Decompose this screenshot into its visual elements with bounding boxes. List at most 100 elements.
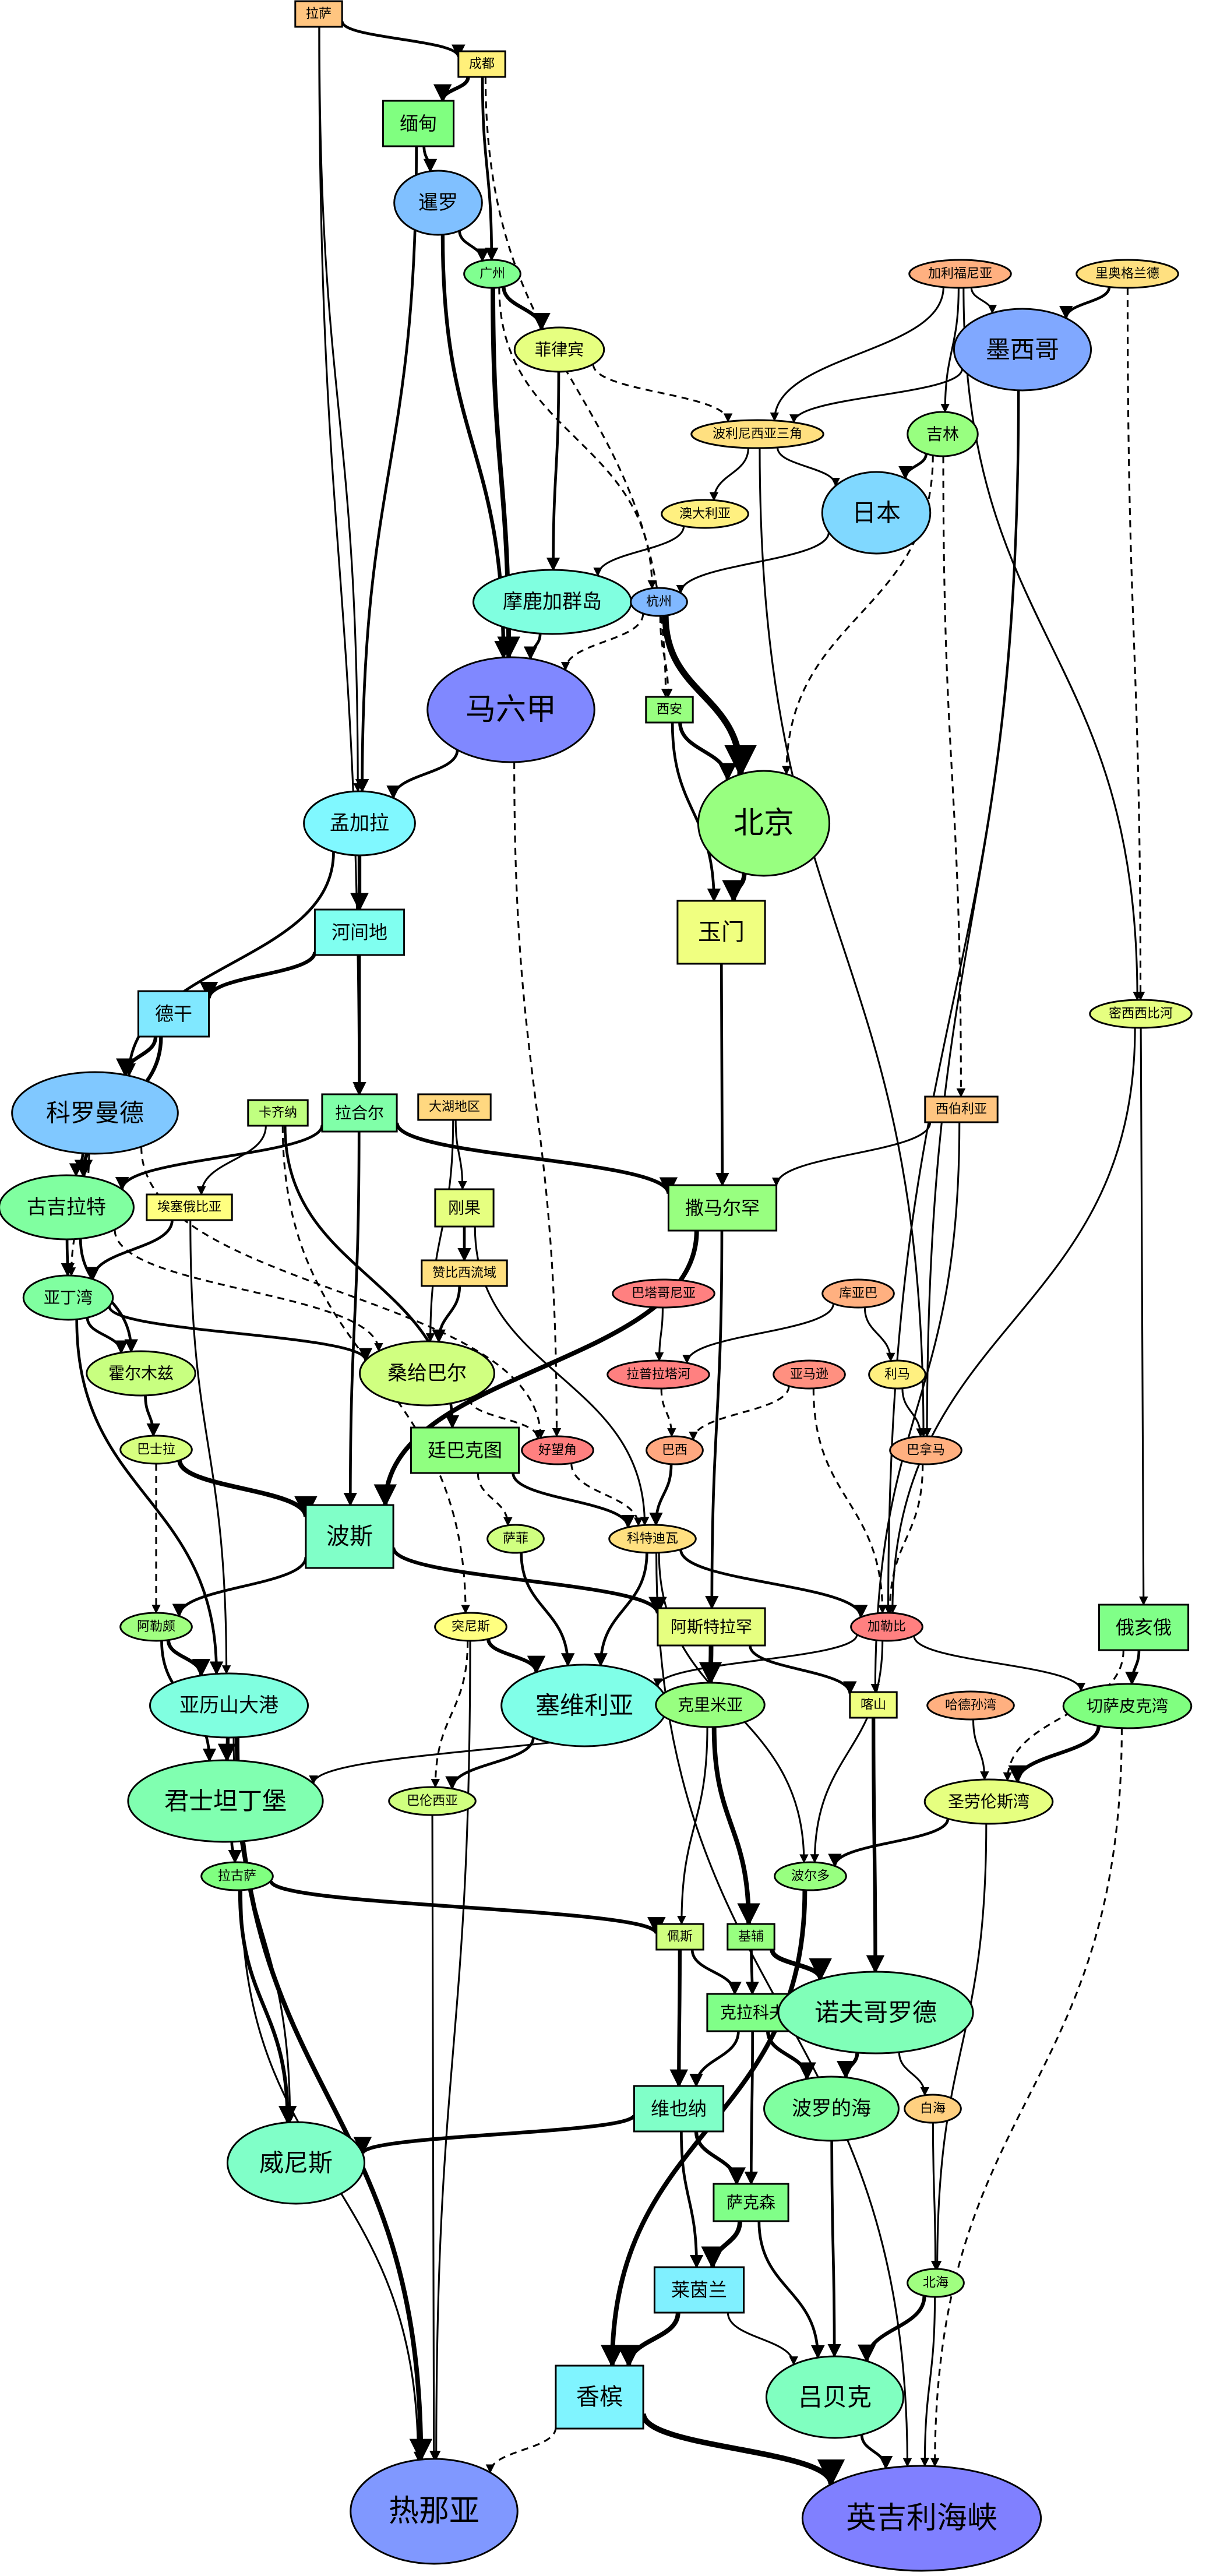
- node-label: 科罗曼德: [46, 1099, 144, 1127]
- graph-node: 巴士拉: [119, 1435, 193, 1465]
- node-ellipse: [690, 419, 824, 449]
- graph-node: 马六甲: [426, 656, 595, 763]
- graph-edge: [343, 1131, 361, 1507]
- graph-edge: [431, 1640, 469, 1788]
- node-label: 阿斯特拉罕: [671, 1618, 752, 1637]
- node-ellipse: [200, 1861, 274, 1891]
- graph-node: 库亚巴: [821, 1278, 895, 1309]
- edge-layer: [61, 20, 1148, 2487]
- node-ellipse: [434, 1612, 507, 1642]
- graph-node: 波斯: [305, 1504, 394, 1569]
- graph-edge: [883, 390, 1020, 1614]
- node-label: 拉合尔: [335, 1104, 384, 1123]
- graph-edge: [885, 1464, 924, 1614]
- graph-edge: [318, 26, 362, 792]
- graph-edge: [659, 615, 673, 698]
- node-box: [924, 1095, 999, 1123]
- graph-node: 撒马尔罕: [667, 1184, 778, 1232]
- node-ellipse: [907, 2268, 965, 2298]
- graph-edge: [594, 1552, 648, 1667]
- graph-edge: [512, 1472, 635, 1529]
- graph-edge: [570, 1463, 643, 1527]
- node-ellipse: [773, 1359, 846, 1390]
- node-ellipse: [0, 1174, 135, 1241]
- graph-edge: [166, 1640, 211, 1678]
- graph-node: 孟加拉: [303, 790, 416, 857]
- graph-edge: [454, 1119, 467, 1190]
- graph-node: 萨克森: [713, 2183, 789, 2222]
- graph-edge: [749, 1645, 857, 1695]
- graph-edge: [669, 1949, 689, 2088]
- graph-node: 亚丁湾: [22, 1274, 114, 1321]
- graph-node: 杭州: [630, 587, 688, 617]
- graph-node: 诺夫哥罗德: [777, 1971, 974, 2055]
- graph-edge: [617, 2312, 680, 2368]
- node-box: [421, 1259, 508, 1287]
- node-label: 暹罗: [418, 191, 458, 214]
- graph-edge: [340, 20, 466, 59]
- graph-node: 阿斯特拉罕: [657, 1607, 766, 1647]
- graph-node: 波利尼西亚三角: [690, 419, 824, 449]
- node-ellipse: [1062, 1683, 1193, 1729]
- graph-node: 霍尔木兹: [86, 1350, 196, 1397]
- graph-edge: [75, 1319, 224, 1676]
- graph-node: 北海: [907, 2268, 965, 2298]
- node-label: 克里米亚: [678, 1696, 743, 1715]
- graph-edge: [1059, 286, 1111, 320]
- node-label: 里奥格兰德: [1095, 267, 1159, 281]
- graph-node: 西伯利亚: [924, 1095, 999, 1123]
- graph-edge: [431, 1640, 471, 2460]
- graph-node: 摩鹿加群岛: [472, 569, 632, 635]
- graph-edge: [318, 26, 364, 1095]
- graph-node: 利马: [868, 1359, 926, 1390]
- node-label: 墨西哥: [986, 336, 1059, 364]
- graph-edge: [640, 2413, 845, 2487]
- graph-edge: [593, 526, 685, 577]
- graph-edge: [429, 1814, 439, 2460]
- node-label: 波尔多: [791, 1869, 830, 1884]
- node-label: 俄亥俄: [1116, 1616, 1172, 1638]
- graph-node: 卡齐纳: [247, 1099, 309, 1127]
- graph-edge: [108, 1306, 373, 1362]
- node-label: 巴塔哥尼亚: [632, 1287, 696, 1301]
- graph-edge: [970, 287, 997, 314]
- graph-edge: [690, 1949, 742, 1996]
- node-label: 德干: [155, 1003, 192, 1025]
- graph-edge: [922, 390, 1020, 1437]
- node-label: 萨克森: [727, 2193, 775, 2212]
- graph-edge: [932, 1823, 988, 2270]
- node-label: 莱茵兰: [671, 2279, 727, 2301]
- graph-edge: [705, 1230, 724, 1610]
- graph-edge: [766, 2031, 816, 2081]
- node-label: 埃塞俄比亚: [157, 1200, 221, 1215]
- graph-edge: [498, 287, 657, 590]
- node-ellipse: [908, 259, 1012, 289]
- graph-node: 桑给巴尔: [359, 1340, 495, 1407]
- graph-edge: [709, 447, 749, 502]
- graph-edge: [722, 873, 747, 903]
- graph-node: 玉门: [676, 900, 766, 965]
- node-ellipse: [149, 1672, 309, 1739]
- graph-edge: [69, 1153, 84, 1177]
- graph-edge: [477, 1472, 513, 1527]
- node-box: [849, 1691, 898, 1719]
- node-ellipse: [359, 1340, 495, 1407]
- graph-edge: [196, 1125, 267, 1196]
- graph-edge: [654, 1307, 664, 1362]
- node-box: [417, 1093, 492, 1121]
- graph-edge: [189, 1220, 231, 1675]
- node-ellipse: [953, 308, 1092, 392]
- graph-node: 拉萨: [294, 0, 343, 28]
- graph-node: 亚马逊: [773, 1359, 846, 1390]
- node-label: 孟加拉: [330, 812, 389, 835]
- graph-edge: [757, 2221, 825, 2359]
- node-ellipse: [661, 499, 749, 529]
- graph-edge: [810, 1640, 884, 1863]
- graph-node: 突尼斯: [434, 1612, 507, 1642]
- node-label: 巴士拉: [137, 1443, 175, 1457]
- node-box: [645, 696, 694, 724]
- graph-edge: [425, 1119, 454, 1342]
- node-ellipse: [774, 1861, 847, 1891]
- graph-node: 缅甸: [382, 100, 455, 147]
- node-ellipse: [646, 1435, 704, 1465]
